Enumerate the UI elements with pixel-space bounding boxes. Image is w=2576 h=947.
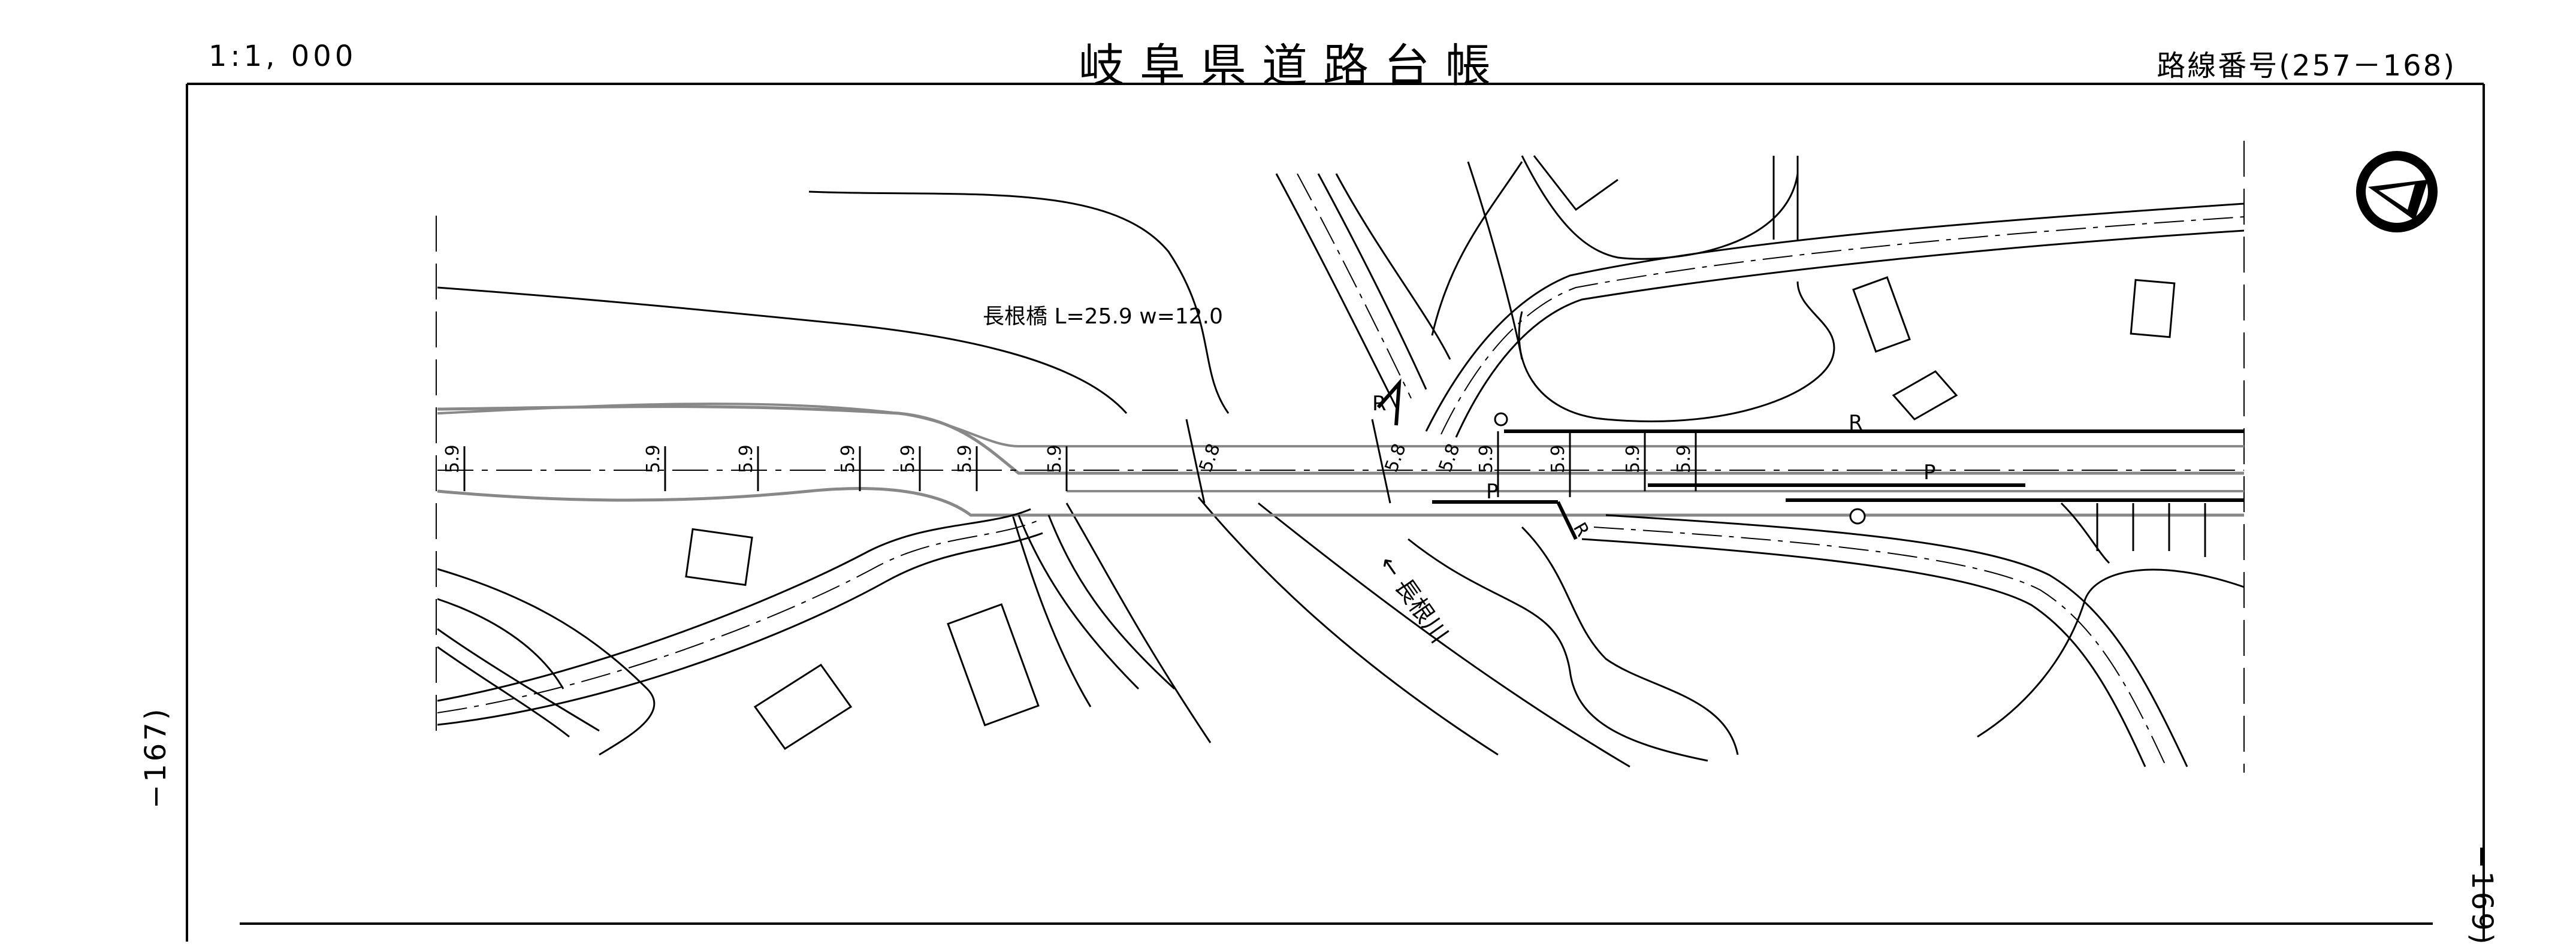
width-label: 5.9 [1044,444,1065,473]
width-label: 5.9 [955,444,976,473]
width-tick-marks [463,431,1697,497]
width-label: 5.9 [1548,444,1569,473]
symbol-r-lower: R [1569,519,1593,541]
map-text: 5.9 [442,444,463,473]
river-label: ← 長根川 [1373,550,1453,648]
terrain-lines [437,155,2245,768]
map-text: 5.9 [1623,444,1644,473]
map-text: 5.9 [1044,444,1065,473]
bridge [1185,419,1391,504]
lower-right-road [1581,502,2206,767]
sheet-frame [186,83,2485,942]
width-label: 5.9 [643,444,664,473]
map-text: 5.9 [1674,444,1695,473]
bridge-label: 長根橋 L=25.9 w=12.0 [983,304,1223,329]
map-text: 5.9 [1476,444,1497,473]
map-text: 5.9 [643,444,664,473]
lower-left-roads [437,508,1176,738]
symbol-r-upper-left: R [1372,392,1387,416]
map-text: 5.9 [955,444,976,473]
branch-road-upper [1425,156,2245,438]
map-text: 5.9 [838,444,859,473]
buildings [685,276,2176,751]
road-width-labels: 5.9 5.9 5.9 5.9 5.9 5.9 5.9 5.8 5.8 5.8 … [442,441,1695,475]
symbol-p-lower-right: P [1923,461,1936,485]
width-label: 5.9 [736,444,757,473]
pole-markers [1494,412,1866,525]
width-label: 5.9 [1674,444,1695,473]
width-label: 5.9 [1476,444,1497,473]
main-road [437,403,2244,517]
symbol-p-lower-left: P [1486,480,1499,504]
map-extent-lines [436,141,2245,773]
width-label: 5.9 [838,444,859,473]
route-number: 路線番号(257－168) [2157,49,2456,83]
map-scale: 1:1, 000 [209,40,357,73]
map-text: 5.9 [736,444,757,473]
map-text: 5.9 [1548,444,1569,473]
diagonal-road-upper [1275,173,1427,408]
symbol-r-upper-right: R [1849,411,1863,435]
north-arrow-icon [2356,151,2438,232]
width-label: 5.9 [442,444,463,473]
curb-lines [1376,378,2244,540]
map-text: 5.9 [898,444,919,473]
width-label: 5.9 [898,444,919,473]
width-label: 5.9 [1623,444,1644,473]
